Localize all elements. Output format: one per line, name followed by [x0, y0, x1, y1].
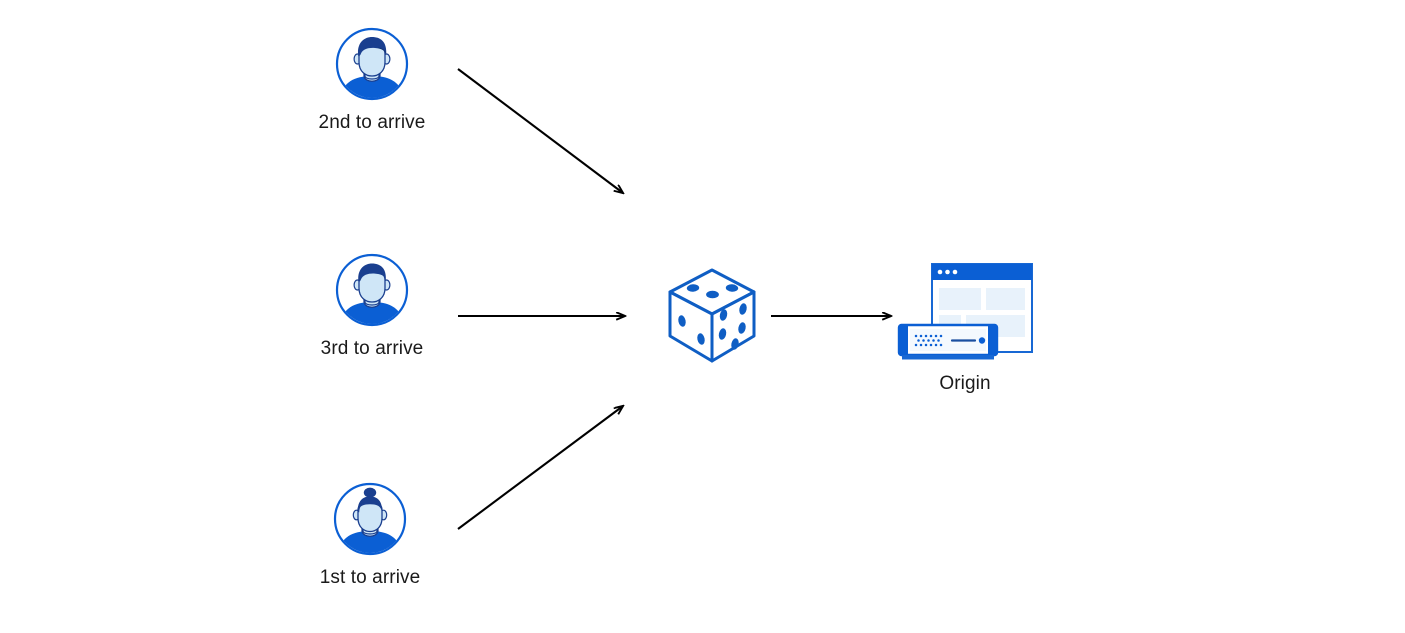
user-avatar-icon: [333, 482, 407, 556]
user-avatar-icon: [335, 253, 409, 327]
node-visitor-1st: 1st to arrive: [300, 481, 440, 588]
avatar-2nd-wrap: [302, 26, 442, 102]
origin-server-icon: [897, 263, 1033, 360]
origin-label: Origin: [939, 373, 991, 394]
node-visitor-3rd: 3rd to arrive: [302, 252, 442, 359]
connector-1st-to-randomizer: [457, 406, 623, 530]
router-appliance-icon: [897, 323, 999, 360]
visitor-3rd-label: 3rd to arrive: [320, 338, 424, 359]
node-origin: Origin: [855, 255, 1075, 394]
avatar-3rd-wrap: [302, 252, 442, 328]
dice-icon: [668, 268, 756, 363]
node-visitor-2nd: 2nd to arrive: [302, 26, 442, 133]
avatar-1st-wrap: [300, 481, 440, 557]
node-randomizer: [655, 262, 771, 372]
connector-2nd-to-randomizer: [457, 68, 623, 193]
user-avatar-icon: [335, 27, 409, 101]
origin-icon-wrap: [855, 255, 1075, 365]
visitor-1st-label: 1st to arrive: [319, 567, 421, 588]
visitor-2nd-label: 2nd to arrive: [318, 112, 426, 133]
